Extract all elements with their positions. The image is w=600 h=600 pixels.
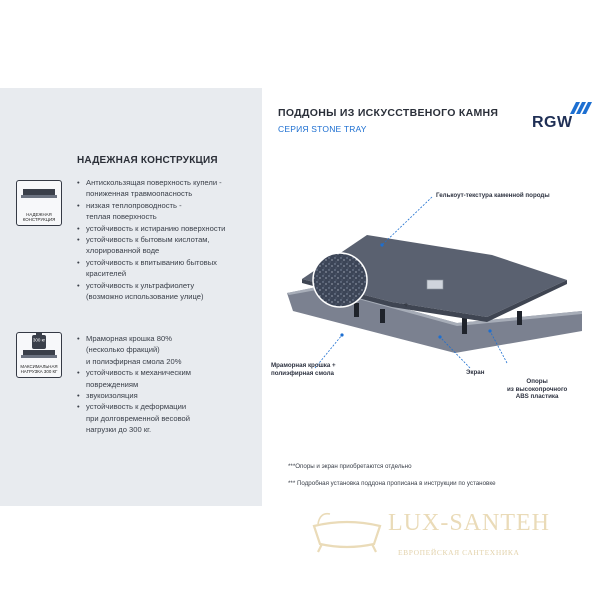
footnote-2: *** Подробная установка поддона прописан… — [288, 480, 496, 487]
watermark-tagline: ЕВРОПЕЙСКАЯ САНТЕХНИКА — [398, 548, 520, 557]
weight-icon: 300 кг — [21, 333, 57, 358]
brand-logo: RGW — [532, 96, 594, 136]
callout-screen: Экран — [466, 369, 485, 376]
badge-label: МАКСИМАЛЬНАЯ НАГРУЗКА 300 КГ — [20, 364, 58, 374]
list-item: и полиэфирная смола 20% — [86, 356, 182, 366]
brand-name: RGW — [532, 114, 573, 131]
list-item: хлорированной воде — [86, 246, 160, 256]
watermark-name: LUX-SANTEH — [388, 510, 550, 536]
features-panel — [0, 88, 262, 506]
list-item: (возможно использование улице) — [86, 292, 204, 302]
list-item: повреждениям — [86, 379, 139, 389]
list-item: теплая поверхность — [86, 212, 157, 222]
tray-illustration: + — [287, 196, 582, 369]
list-item: Мраморная крошка 80% — [77, 333, 257, 345]
section-title: НАДЕЖНАЯ КОНСТРУКЦИЯ — [77, 155, 218, 166]
footnote-1: ***Опоры и экран приобретаются отдельно — [288, 463, 412, 470]
list-item: устойчивость к ультрафиолету — [77, 280, 257, 292]
bathtub-logo-icon — [312, 512, 382, 553]
drain-icon — [426, 279, 444, 290]
list-item: Антискользящая поверхность купели - — [77, 177, 257, 189]
list-item: красителей — [86, 269, 127, 279]
logo-mark-icon — [570, 102, 592, 114]
list-item: низкая теплопроводность - — [77, 200, 257, 212]
list-item: (несколько фракций) — [86, 345, 160, 355]
construction-badge: НАДЕЖНАЯ КОНСТРУКЦИЯ — [16, 180, 62, 226]
callout-supports: Опоры из высокопрочного ABS пластика — [507, 378, 568, 401]
list-item: устойчивость к истиранию поверхности — [77, 223, 257, 235]
max-load-badge: 300 кг МАКСИМАЛЬНАЯ НАГРУЗКА 300 КГ — [16, 332, 62, 378]
list-item: пониженная травмоопасность — [86, 189, 193, 199]
tray-top — [302, 235, 567, 317]
watermark: LUX-SANTEH ЕВРОПЕЙСКАЯ САНТЕХНИКА — [308, 504, 583, 564]
weight-value: 300 кг — [33, 338, 46, 343]
tray-icon — [21, 189, 57, 198]
list-item: звукоизоляция — [77, 390, 257, 402]
badge-label: НАДЕЖНАЯ КОНСТРУКЦИЯ — [22, 212, 56, 222]
series-subtitle: СЕРИЯ STONE TRAY — [278, 124, 367, 134]
list-item: устойчивость к деформации — [77, 401, 257, 413]
features-list-1: Антискользящая поверхность купели - пони… — [77, 177, 257, 302]
list-item: устойчивость к механическим — [77, 367, 257, 379]
list-item: нагрузки до 300 кг. — [86, 425, 152, 435]
supports — [354, 303, 522, 334]
list-item: при долговременной весовой — [86, 413, 191, 423]
callout-marble: Мраморная крошка + полиэфирная смола — [271, 362, 336, 377]
list-item: устойчивость к бытовым кислотам, — [77, 234, 257, 246]
callout-gelcoat: Гелькоут-текстура каменной породы — [436, 192, 550, 199]
svg-text:+: + — [404, 302, 408, 309]
features-list-2: Мраморная крошка 80% (несколько фракций)… — [77, 333, 257, 436]
marble-closeup — [312, 252, 368, 308]
list-item: устойчивость к впитыванию бытовых — [77, 257, 257, 269]
page-title: ПОДДОНЫ ИЗ ИСКУССТВЕНОГО КАМНЯ — [278, 107, 499, 119]
